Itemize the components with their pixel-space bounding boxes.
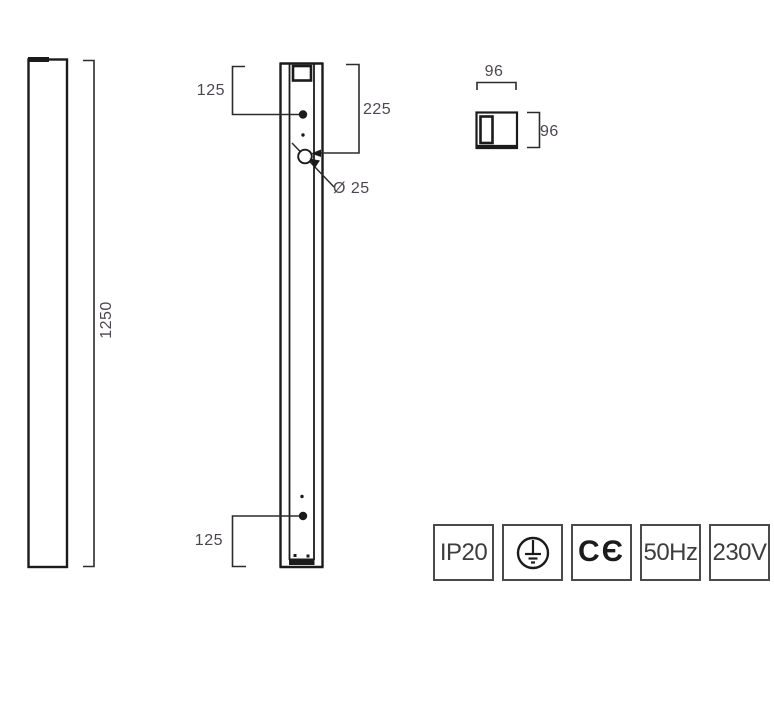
front-view-height-dimension [83, 59, 95, 568]
dim-bracket-125-bottom [231, 515, 299, 568]
ip-rating-label: IP20 [439, 538, 488, 566]
hole-diameter-label: Ø 25 [333, 180, 370, 197]
badge-ip-rating: IP20 [433, 524, 494, 581]
ce-mark-icon: CЄ [577, 534, 625, 568]
badge-frequency: 50Hz [640, 524, 701, 581]
side-bottom-offset-label: 125 [194, 532, 223, 549]
front-view-height-label: 1250 [98, 301, 115, 339]
side-upper-section-label: 225 [363, 101, 392, 118]
badge-ce-mark: CЄ [571, 524, 632, 581]
badge-voltage: 230V [709, 524, 770, 581]
side-view-holes [293, 110, 310, 558]
earth-ground-icon [516, 536, 549, 569]
top-view-width-label: 96 [484, 63, 504, 80]
side-top-offset-label: 125 [196, 82, 225, 99]
front-view-outline [27, 57, 69, 569]
side-view-profile [279, 62, 324, 569]
top-view-depth-label: 96 [540, 123, 559, 140]
voltage-label: 230V [712, 538, 767, 566]
dim-bracket-96-right [527, 111, 541, 149]
dim-bracket-96-top [476, 81, 517, 90]
dim-bracket-225 [313, 63, 360, 154]
dia-25-leader [291, 142, 335, 188]
frequency-label: 50Hz [643, 538, 698, 566]
dim-225-arrowhead [311, 149, 321, 157]
top-view-outline [475, 111, 519, 150]
badge-earth-ground [502, 524, 563, 581]
dim-bracket-125-top [231, 65, 299, 116]
